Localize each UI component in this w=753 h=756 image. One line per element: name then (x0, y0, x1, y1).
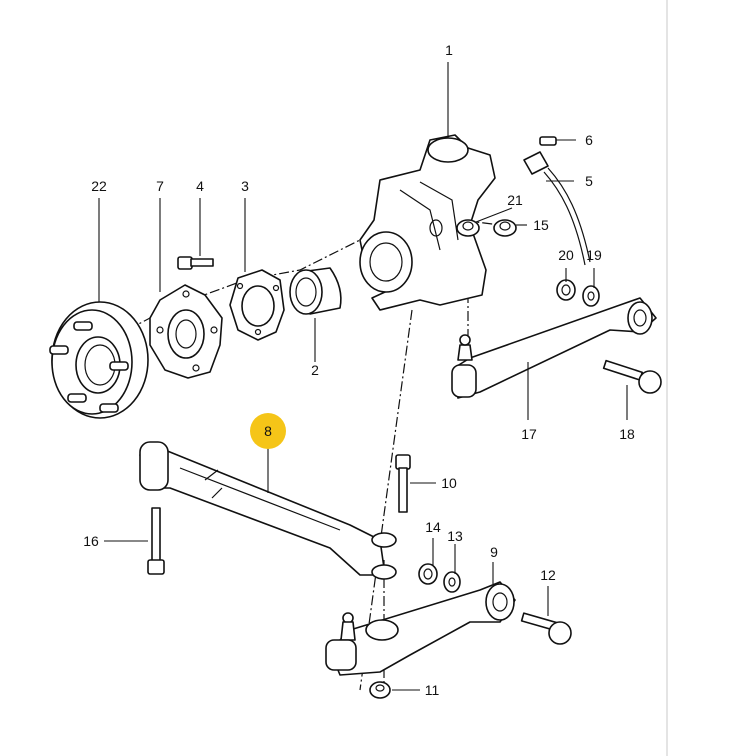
wishbone-nut-part[interactable] (369, 681, 391, 699)
svg-text:11: 11 (425, 682, 440, 698)
wheel-hub-part[interactable] (149, 284, 223, 379)
svg-text:16: 16 (83, 533, 99, 549)
svg-text:13: 13 (447, 528, 463, 544)
arm-bolt-part-right[interactable] (602, 359, 662, 394)
svg-text:5: 5 (585, 173, 593, 189)
callout-16[interactable]: 16 (83, 533, 99, 549)
svg-text:4: 4 (196, 178, 204, 194)
callout-8[interactable]: 8 (264, 423, 272, 439)
callout-4[interactable]: 4 (196, 178, 204, 194)
callout-labels: 1 2 3 4 5 6 7 8 9 10 11 12 13 14 15 16 1… (83, 42, 635, 698)
callout-1[interactable]: 1 (445, 42, 453, 58)
svg-text:7: 7 (156, 178, 164, 194)
callout-7[interactable]: 7 (156, 178, 164, 194)
svg-text:12: 12 (540, 567, 556, 583)
svg-text:20: 20 (558, 247, 574, 263)
callout-13[interactable]: 13 (447, 528, 463, 544)
arm-bolt-part-center[interactable] (395, 454, 411, 513)
svg-text:10: 10 (441, 475, 457, 491)
lower-wishbone-part[interactable] (325, 581, 516, 676)
svg-text:3: 3 (241, 178, 249, 194)
callout-19[interactable]: 19 (586, 247, 602, 263)
wishbone-bolt-part[interactable] (520, 612, 572, 645)
callout-3[interactable]: 3 (241, 178, 249, 194)
callout-22[interactable]: 22 (91, 178, 107, 194)
svg-text:21: 21 (507, 192, 523, 208)
callout-17[interactable]: 17 (521, 426, 537, 442)
callout-14[interactable]: 14 (425, 519, 441, 535)
callout-6[interactable]: 6 (585, 132, 593, 148)
washer-parts-right[interactable] (556, 279, 600, 307)
dust-shield-part[interactable] (229, 269, 285, 341)
svg-text:17: 17 (521, 426, 537, 442)
arm-bolt-part-left[interactable] (147, 507, 165, 575)
selected-callout-marker (250, 413, 286, 449)
callout-leader-lines (98, 62, 628, 691)
callout-2[interactable]: 2 (311, 362, 319, 378)
svg-text:8: 8 (264, 423, 272, 439)
nut-parts-upper[interactable] (456, 219, 517, 237)
wheel-bearing-part[interactable] (289, 267, 342, 315)
callout-21[interactable]: 21 (507, 192, 523, 208)
callout-11[interactable]: 11 (425, 682, 440, 698)
nut-washer-parts-lower[interactable] (418, 563, 461, 593)
svg-text:19: 19 (586, 247, 602, 263)
callout-12[interactable]: 12 (540, 567, 556, 583)
callout-5[interactable]: 5 (585, 173, 593, 189)
svg-text:14: 14 (425, 519, 441, 535)
callout-18[interactable]: 18 (619, 426, 635, 442)
svg-text:15: 15 (533, 217, 549, 233)
svg-text:9: 9 (490, 544, 498, 560)
upper-control-arm-part[interactable] (451, 297, 657, 399)
svg-text:6: 6 (585, 132, 593, 148)
callout-9[interactable]: 9 (490, 544, 498, 560)
callout-10[interactable]: 10 (441, 475, 457, 491)
svg-text:1: 1 (445, 42, 453, 58)
svg-text:22: 22 (91, 178, 107, 194)
callout-20[interactable]: 20 (558, 247, 574, 263)
svg-text:18: 18 (619, 426, 635, 442)
callout-15[interactable]: 15 (533, 217, 549, 233)
hub-bolt-part[interactable] (177, 256, 214, 270)
brake-disc-part[interactable] (49, 301, 149, 419)
wheel-carrier-part[interactable] (359, 134, 496, 311)
svg-text:2: 2 (311, 362, 319, 378)
speed-sensor-part[interactable] (523, 136, 591, 266)
lower-control-arm-part[interactable] (139, 441, 397, 580)
